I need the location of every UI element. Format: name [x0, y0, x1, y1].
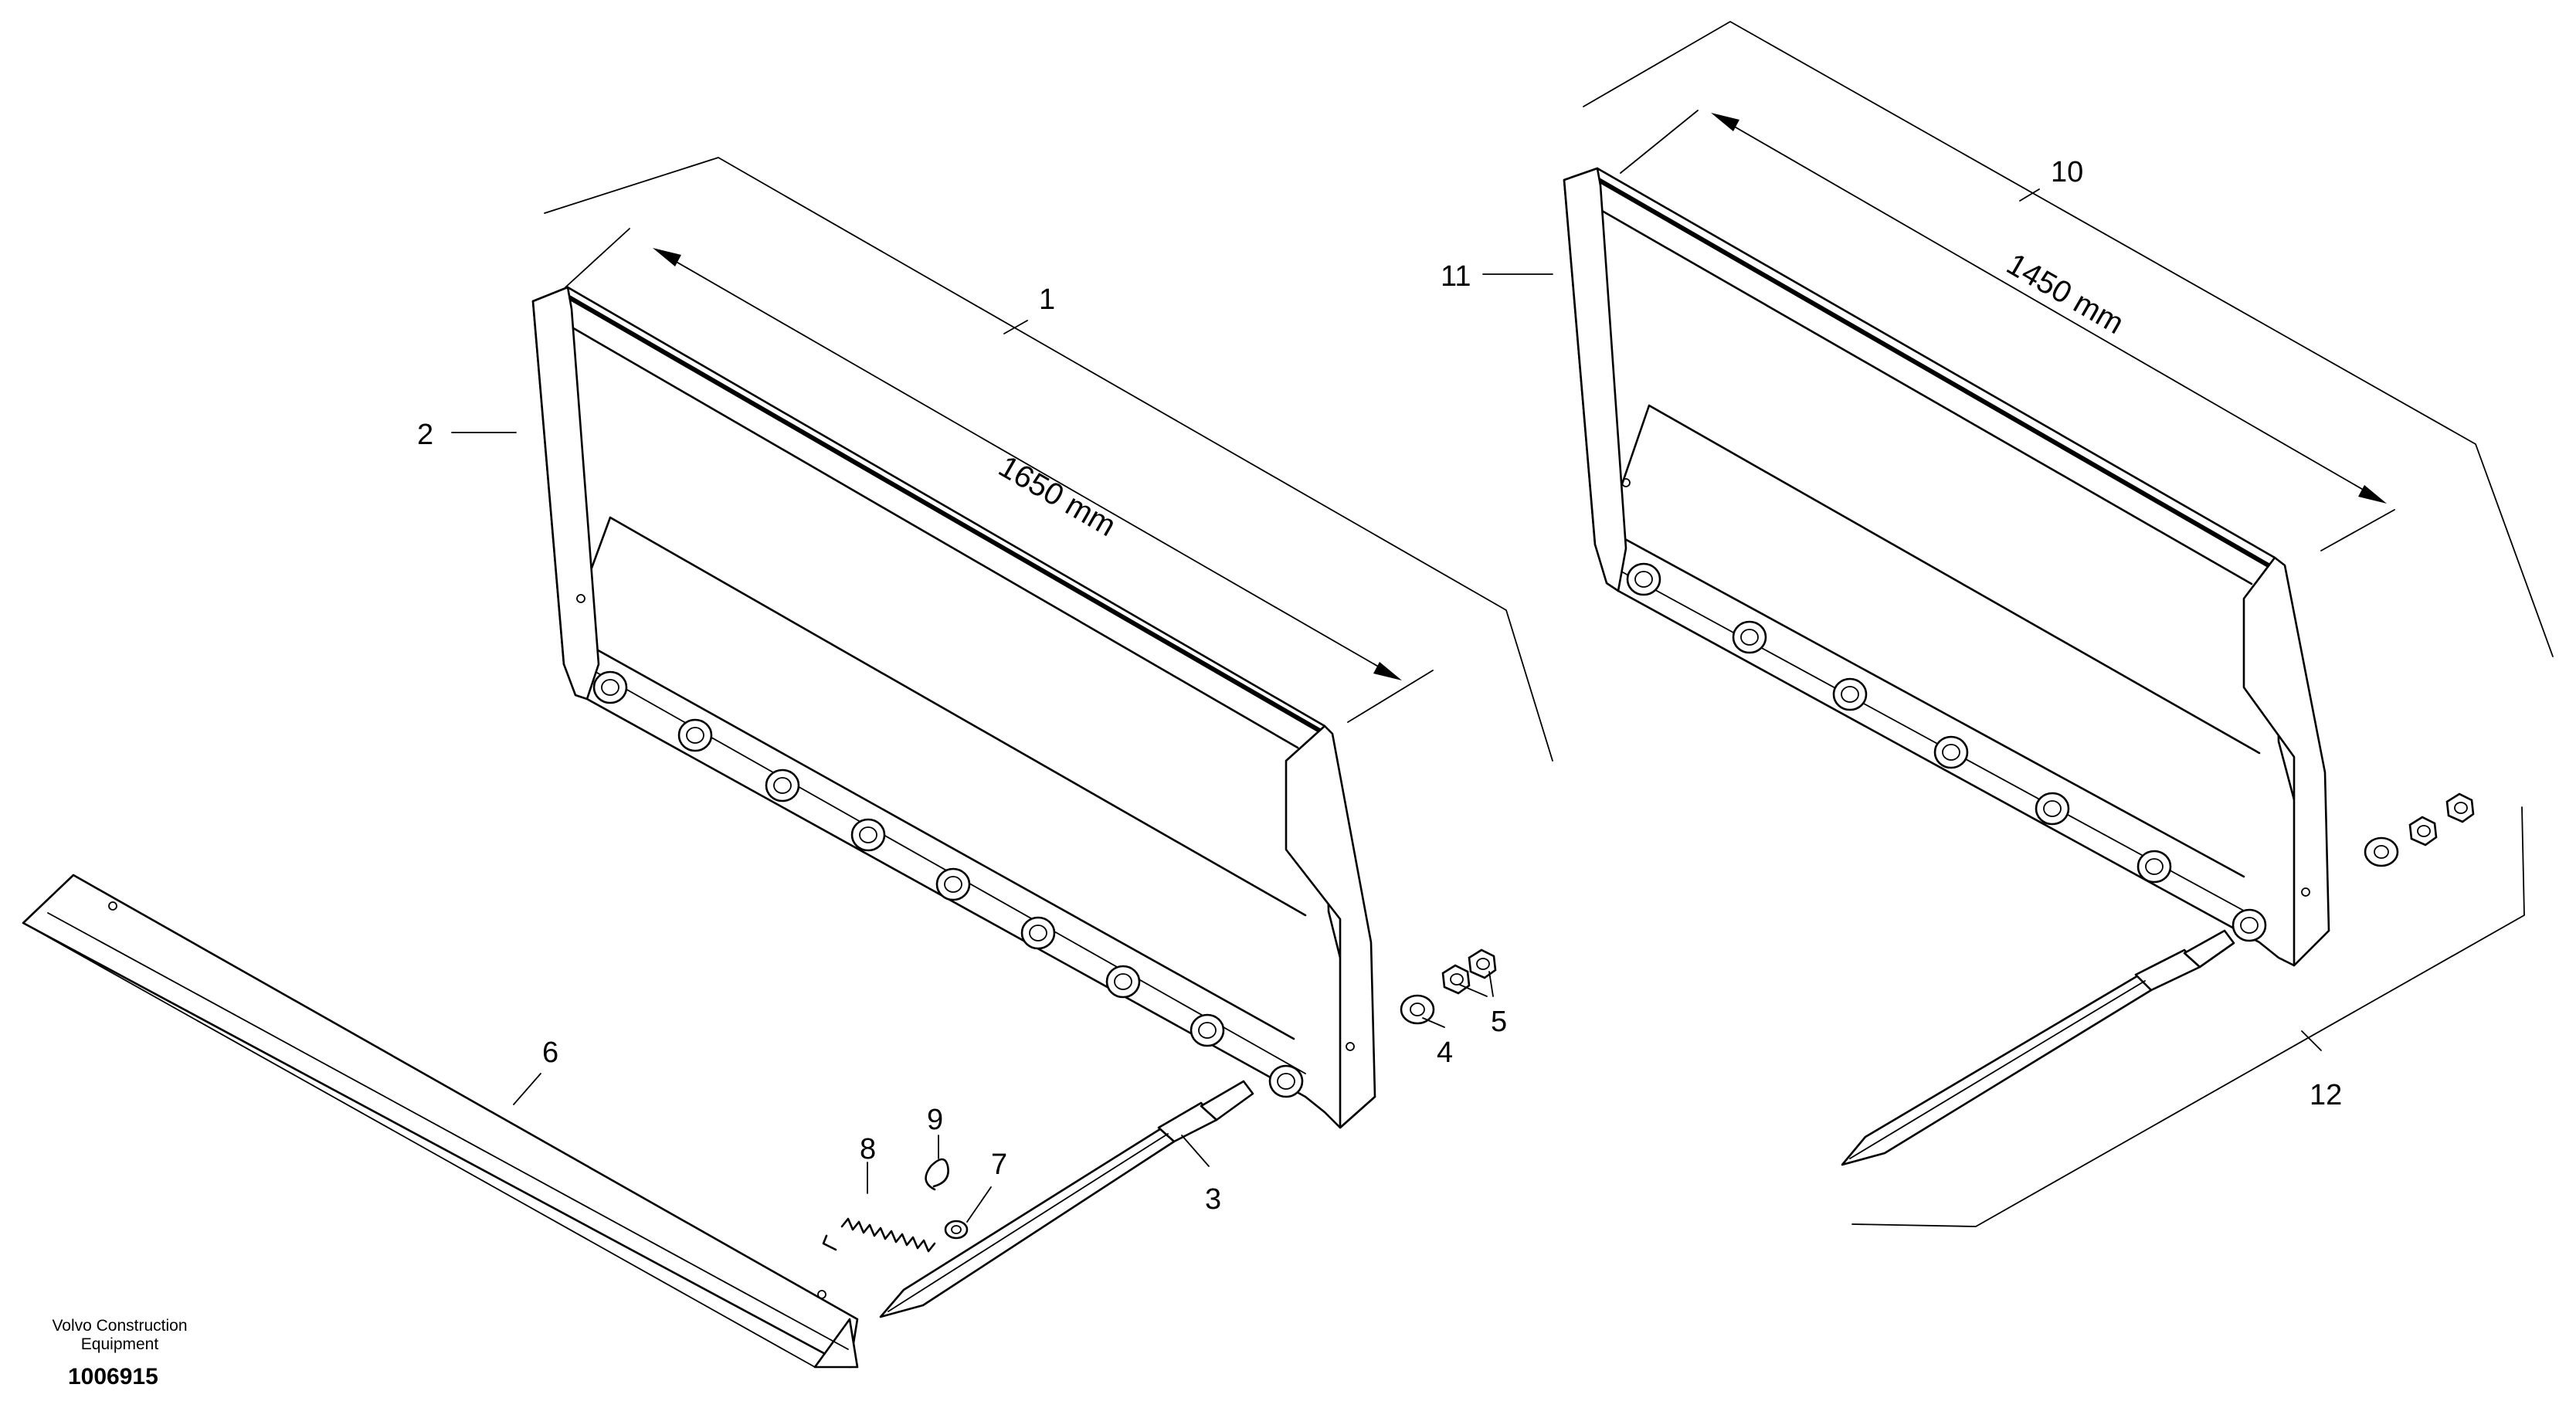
bolt-head: [1626, 562, 1661, 596]
left-spring: [822, 1217, 936, 1253]
left-frame-right-plate-hole: [1346, 1042, 1355, 1051]
company-name-line2: Equipment: [81, 1335, 159, 1353]
bolt-head: [1105, 965, 1141, 999]
leader-lines: [451, 188, 2322, 1223]
bolt-head: [1190, 1013, 1225, 1047]
left-nut-1: [1441, 964, 1471, 995]
leader-3: [1181, 1135, 1210, 1167]
left-small-nut: [944, 1220, 969, 1240]
bolt-head: [1268, 1064, 1304, 1098]
right-frame-right-side-plate: [2242, 556, 2330, 967]
left-nut-2: [1468, 948, 1497, 979]
left-wedge-bar: [22, 874, 859, 1369]
label-3: 3: [1205, 1183, 1221, 1216]
right-frame-bolt-row: [1626, 562, 2267, 942]
right-frame-top-edge-inner: [1586, 201, 2253, 585]
left-dim-arrow-start: [653, 248, 681, 266]
document-number: 1006915: [68, 1364, 158, 1389]
right-fork-frame-assembly: [1563, 21, 2554, 1227]
label-10: 10: [2051, 156, 2083, 188]
label-11: 11: [1441, 260, 1471, 293]
left-side-plate-hole: [576, 594, 585, 603]
left-fork-frame-assembly: [22, 157, 1553, 1369]
right-dim-arrow-start: [1711, 113, 1739, 131]
label-4: 4: [1437, 1036, 1453, 1069]
bolt-head: [1020, 916, 1056, 950]
left-retaining-clip: [925, 1158, 949, 1191]
label-12: 12: [2310, 1079, 2342, 1111]
leader-1: [1003, 320, 1028, 334]
right-dim-line: [1722, 119, 2376, 497]
right-nut-2: [2445, 792, 2475, 823]
left-dim-arrow-end: [1373, 662, 1402, 680]
left-frame-top-edge: [565, 294, 1325, 735]
left-frame-right-side-plate: [1285, 724, 1376, 1129]
bolt-head: [2136, 850, 2172, 884]
label-1: 1: [1039, 283, 1055, 316]
label-8: 8: [860, 1133, 876, 1165]
right-frame-top-edge: [1595, 177, 2275, 570]
dimension-right-width: 1450 mm: [2001, 247, 2130, 341]
bolt-head: [1933, 735, 1969, 769]
right-group-bracket: [1583, 21, 2554, 657]
left-frame-top-edge-inner: [555, 317, 1299, 749]
leader-4: [1422, 1017, 1445, 1028]
left-dim-extension-end: [1347, 670, 1434, 723]
bolt-head: [677, 718, 713, 752]
left-washer: [1400, 994, 1435, 1025]
bolt-head: [2232, 908, 2267, 942]
left-fork-tine: [879, 1080, 1254, 1318]
label-9: 9: [927, 1104, 943, 1136]
right-frame-back-panel: [1563, 167, 2330, 967]
dimension-left-width: 1650 mm: [993, 450, 1122, 543]
right-washer: [2364, 836, 2399, 867]
right-dim-extension-end: [2320, 509, 2395, 551]
label-7: 7: [991, 1148, 1007, 1181]
left-dim-extension-start: [565, 228, 630, 288]
left-group-bracket: [544, 157, 1553, 762]
leader-12: [2301, 1030, 2322, 1051]
bolt-head: [765, 768, 800, 802]
callout-labels: 1 2 3 4 5 6 7 8 9 10 11 12: [417, 156, 2342, 1216]
right-dim-arrow-end: [2358, 485, 2387, 504]
label-2: 2: [417, 419, 433, 451]
left-dim-line: [664, 254, 1391, 674]
bolt-head: [935, 867, 971, 901]
label-6: 6: [542, 1036, 558, 1069]
right-fork-tine: [1841, 929, 2235, 1166]
right-dim-extension-start: [1620, 110, 1699, 174]
bolt-head: [2035, 792, 2070, 826]
leader-7: [966, 1186, 992, 1223]
leader-5b: [1488, 971, 1494, 997]
leader-10: [2019, 188, 2040, 202]
bolt-head: [1732, 620, 1767, 654]
right-side-plate-hole: [1621, 478, 1631, 487]
label-5: 5: [1491, 1006, 1507, 1038]
right-lower-bracket: [1851, 806, 2525, 1227]
leader-6: [513, 1073, 541, 1105]
leader-5a: [1459, 984, 1488, 997]
right-frame-right-plate-hole: [2301, 887, 2310, 897]
left-side-plate: [531, 286, 600, 701]
bolt-head: [1832, 677, 1868, 711]
right-nut-1: [2408, 816, 2438, 846]
bolt-head: [592, 670, 628, 704]
bolt-head: [850, 818, 886, 852]
company-name-line1: Volvo Construction: [52, 1317, 187, 1335]
right-side-plate: [1563, 167, 1627, 592]
left-frame-bolt-row: [592, 670, 1304, 1098]
